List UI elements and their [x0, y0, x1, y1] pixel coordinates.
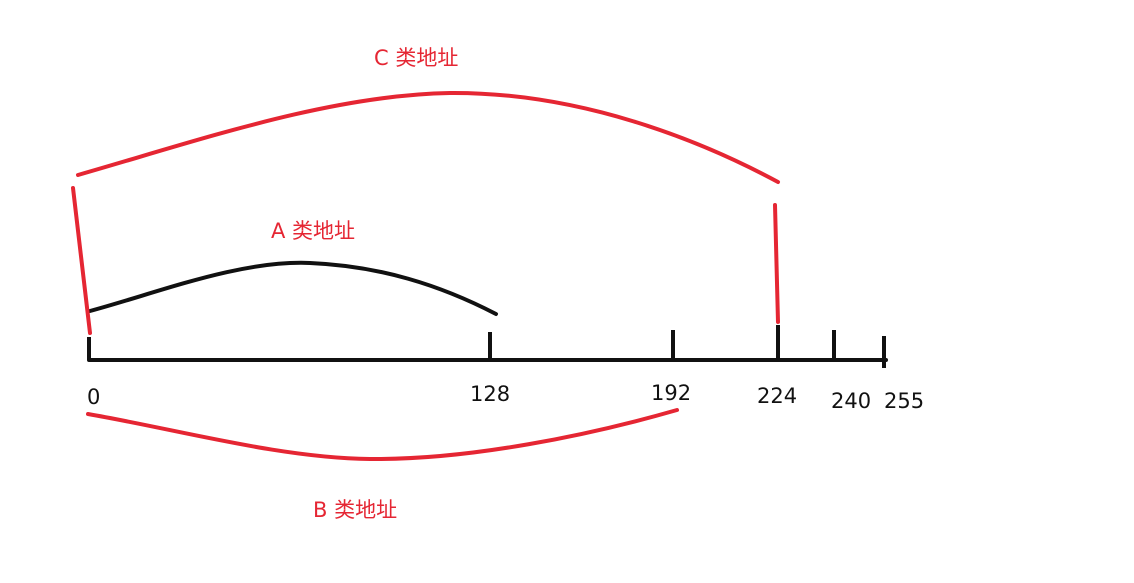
tick-label-255: 255: [884, 389, 925, 413]
range-c-right-leg: [773, 203, 780, 324]
range-b-label: B 类地址: [313, 498, 398, 522]
tick-label-128: 128: [470, 382, 511, 406]
range-b-arc: [86, 408, 679, 462]
tick-label-240: 240: [831, 389, 872, 413]
tick-label-192: 192: [651, 381, 692, 405]
range-c-arc: [76, 90, 780, 184]
range-c-label: C 类地址: [374, 46, 459, 70]
tick-label-0: 0: [87, 385, 101, 409]
tick-label-224: 224: [757, 384, 798, 408]
range-c-left-leg: [71, 186, 92, 335]
range-a-arc: [88, 260, 498, 316]
range-a-label: A 类地址: [271, 219, 356, 243]
